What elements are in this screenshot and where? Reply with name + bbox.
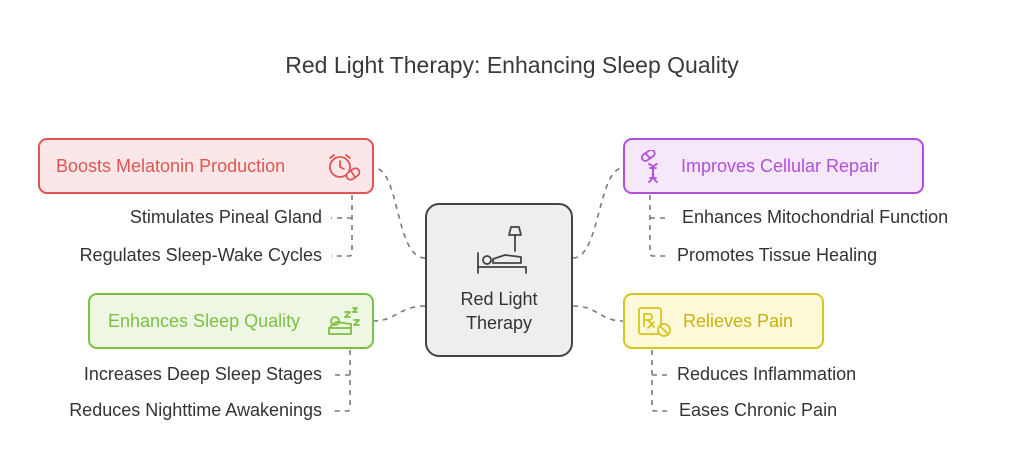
prescription-icon <box>637 306 671 338</box>
node-pain: Relieves Pain <box>623 293 824 349</box>
connector-melatonin <box>373 167 426 259</box>
sleep-item-2: Reduces Nighttime Awakenings <box>69 400 322 420</box>
node-sleep-quality-label: Enhances Sleep Quality <box>108 310 301 331</box>
node-pain-label: Relieves Pain <box>683 310 794 331</box>
alarm-clock-pill-icon <box>326 152 362 184</box>
sleep-item-1: Increases Deep Sleep Stages <box>83 364 322 384</box>
bed-lamp-icon <box>475 225 529 280</box>
diagram-title: Red Light Therapy: Enhancing Sleep Quali… <box>285 52 739 78</box>
connector-cellular <box>572 167 624 259</box>
melatonin-item-1: Stimulates Pineal Gland <box>129 207 322 227</box>
center-label: Red Light Therapy <box>427 287 571 335</box>
cellular-item-1: Enhances Mitochondrial Function <box>682 207 949 227</box>
connector-pain-items <box>651 350 670 412</box>
pain-item-2: Eases Chronic Pain <box>679 400 838 420</box>
center-label-line-2: Therapy <box>465 313 533 333</box>
center-node: Red Light Therapy <box>425 203 573 357</box>
cellular-item-2: Promotes Tissue Healing <box>677 245 878 265</box>
connector-cellular-items <box>649 195 668 257</box>
connector-pain <box>572 305 624 322</box>
connector-sleep-items <box>331 350 351 412</box>
melatonin-item-2: Regulates Sleep-Wake Cycles <box>79 245 322 265</box>
node-melatonin-label: Boosts Melatonin Production <box>56 155 286 176</box>
dna-pill-icon <box>637 150 671 184</box>
bed-zzz-icon <box>326 306 362 338</box>
node-melatonin: Boosts Melatonin Production <box>38 138 374 194</box>
node-cellular: Improves Cellular Repair <box>623 138 924 194</box>
connector-melatonin-items <box>331 195 353 257</box>
node-sleep-quality: Enhances Sleep Quality <box>88 293 374 349</box>
pain-item-1: Reduces Inflammation <box>677 364 857 384</box>
node-cellular-label: Improves Cellular Repair <box>681 155 880 176</box>
connector-sleep-quality <box>373 305 426 322</box>
center-label-line-1: Red Light <box>460 289 538 309</box>
